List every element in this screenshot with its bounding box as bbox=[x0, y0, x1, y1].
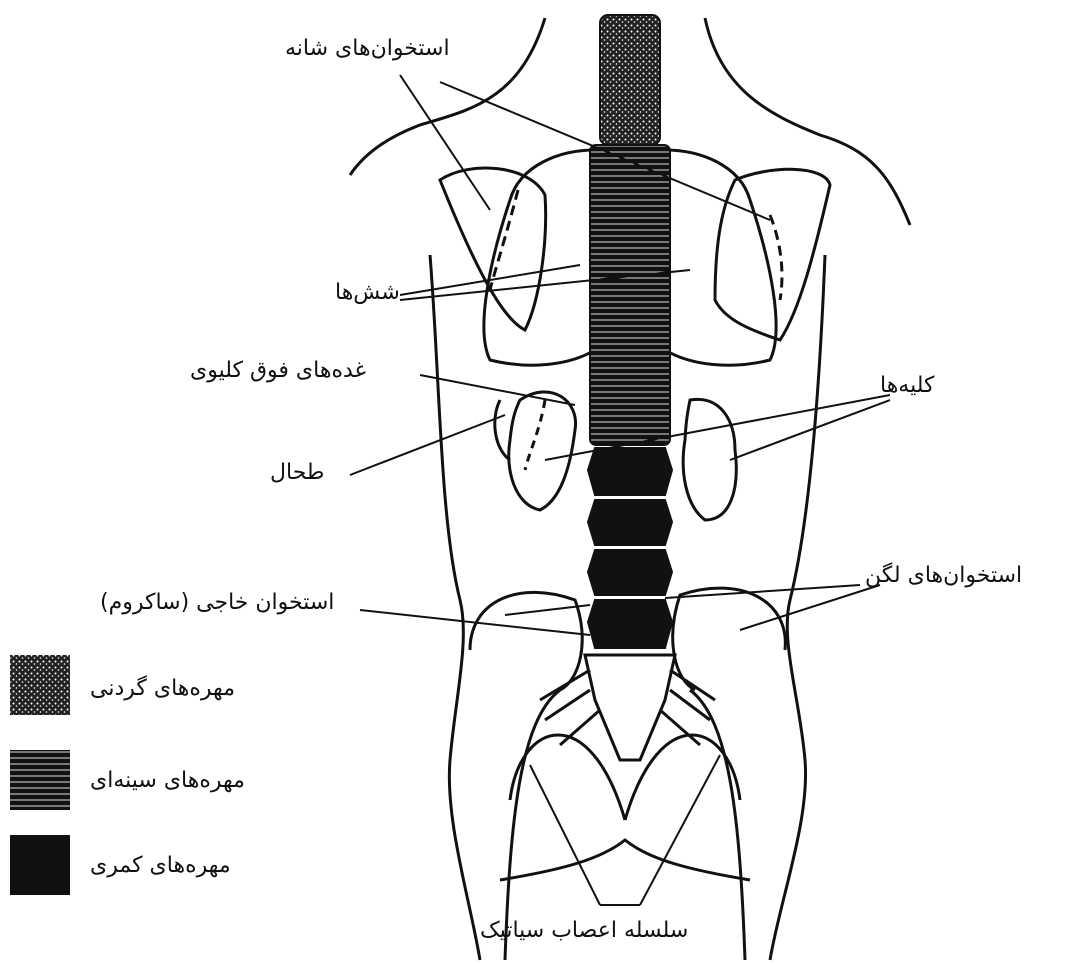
label-spleen: طحال bbox=[270, 462, 324, 484]
legend-label-cervical: مهره‌های گردنی bbox=[90, 678, 235, 700]
label-pelvic-bones: استخوان‌های لگن bbox=[865, 565, 1022, 587]
label-shoulder-bones: استخوان‌های شانه bbox=[285, 38, 450, 60]
label-lungs: شش‌ها bbox=[335, 282, 400, 304]
thoracic-vertebrae bbox=[590, 145, 670, 445]
lumbar-vertebrae bbox=[588, 448, 672, 648]
legend-swatch-lumbar bbox=[10, 835, 70, 895]
label-kidneys: کلیه‌ها bbox=[880, 375, 935, 397]
label-adrenal-glands: غده‌های فوق کلیوی bbox=[190, 360, 366, 382]
legend-swatch-thoracic bbox=[10, 750, 70, 810]
legend-label-lumbar: مهره‌های کمری bbox=[90, 855, 231, 877]
sacrum-drawing bbox=[585, 655, 675, 760]
cervical-vertebrae bbox=[600, 15, 660, 145]
sacral-nerves bbox=[540, 670, 715, 745]
legend-swatch-cervical bbox=[10, 655, 70, 715]
legend-label-thoracic: مهره‌های سینه‌ای bbox=[90, 770, 245, 792]
label-sciatic-nerves: سلسله اعصاب سیاتیک bbox=[480, 920, 688, 942]
label-sacrum: استخوان خاجی (ساکروم) bbox=[100, 592, 334, 614]
